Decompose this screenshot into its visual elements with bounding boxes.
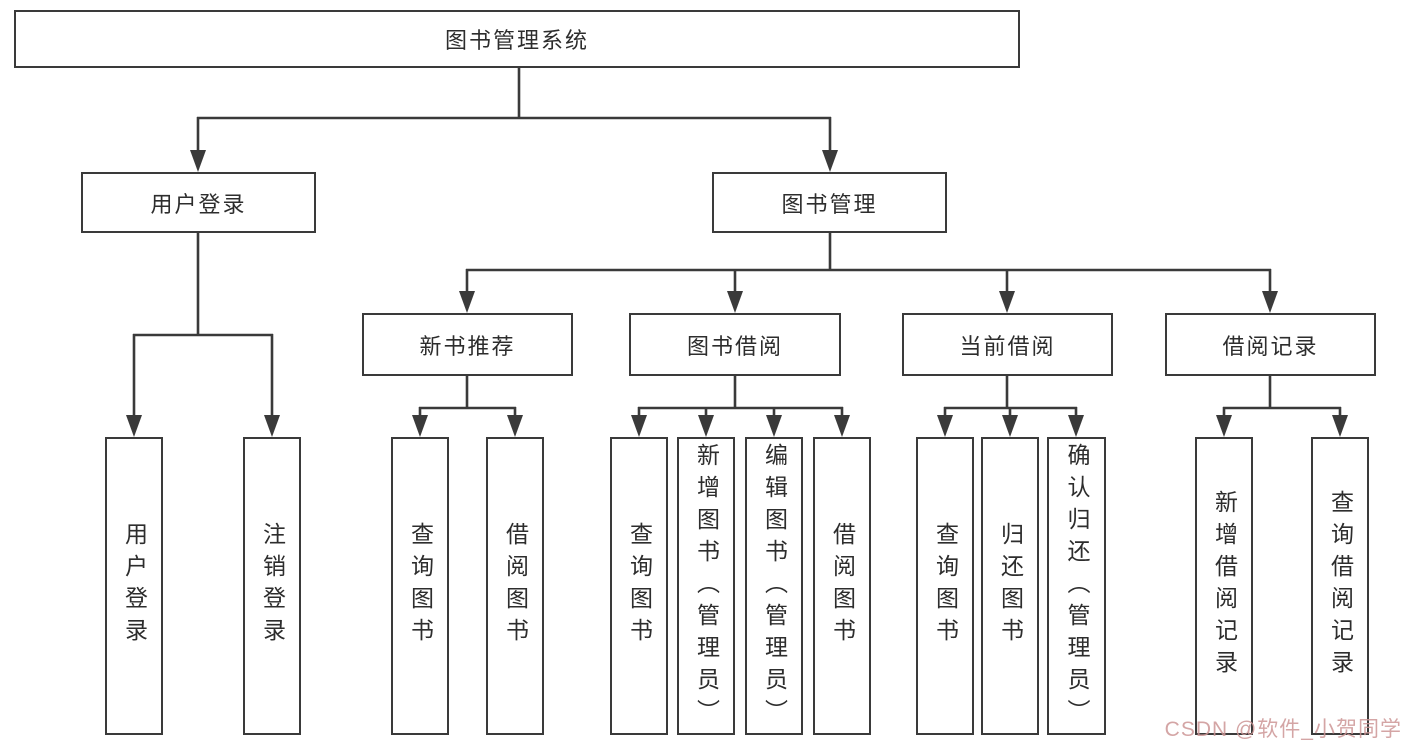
arrowhead-icon	[766, 415, 782, 437]
connector-current-borrow-branch	[937, 376, 1084, 437]
connector-new-book-branch	[412, 376, 523, 437]
csdn-watermark: CSDN @软件_小贺同学	[1164, 718, 1402, 741]
arrowhead-icon	[999, 291, 1015, 313]
leaf-logout: 注销登录	[243, 437, 301, 735]
arrowhead-icon	[126, 415, 142, 437]
arrowhead-icon	[822, 150, 838, 172]
arrowhead-icon	[834, 415, 850, 437]
arrowhead-icon	[190, 150, 206, 172]
arrowhead-icon	[1332, 415, 1348, 437]
arrowhead-icon	[459, 291, 475, 313]
connector-book-borrow-branch	[631, 376, 850, 437]
leaf-query-borrow-record: 查询借阅记录	[1311, 437, 1369, 735]
arrowhead-icon	[937, 415, 953, 437]
connector-book-management-branch	[459, 233, 1278, 313]
connector-user-login-branch	[126, 233, 280, 437]
arrowhead-icon	[1216, 415, 1232, 437]
leaf-add-book-admin: 新增图书（管理员）	[677, 437, 735, 735]
connector-borrow-records-branch	[1216, 376, 1348, 437]
arrowhead-icon	[1262, 291, 1278, 313]
node-book-borrow: 图书借阅	[629, 313, 841, 376]
arrowhead-icon	[631, 415, 647, 437]
leaf-edit-book-admin: 编辑图书（管理员）	[745, 437, 803, 735]
node-library-management-system: 图书管理系统	[14, 10, 1020, 68]
leaf-borrow-books: 借阅图书	[813, 437, 871, 735]
node-borrow-records: 借阅记录	[1165, 313, 1376, 376]
arrowhead-icon	[698, 415, 714, 437]
arrowhead-icon	[412, 415, 428, 437]
leaf-user-login: 用户登录	[105, 437, 163, 735]
leaf-query-books-current: 查询图书	[916, 437, 974, 735]
leaf-query-books-recommend: 查询图书	[391, 437, 449, 735]
arrowhead-icon	[727, 291, 743, 313]
arrowhead-icon	[507, 415, 523, 437]
leaf-borrow-books-recommend: 借阅图书	[486, 437, 544, 735]
node-book-management: 图书管理	[712, 172, 947, 233]
node-user-login: 用户登录	[81, 172, 316, 233]
node-new-book-recommend: 新书推荐	[362, 313, 573, 376]
leaf-return-books: 归还图书	[981, 437, 1039, 735]
leaf-confirm-return-admin: 确认归还（管理员）	[1047, 437, 1106, 735]
arrowhead-icon	[264, 415, 280, 437]
arrowhead-icon	[1068, 415, 1084, 437]
connector-root-branch	[190, 68, 838, 172]
leaf-query-books-borrow: 查询图书	[610, 437, 668, 735]
arrowhead-icon	[1002, 415, 1018, 437]
node-current-borrow: 当前借阅	[902, 313, 1113, 376]
leaf-add-borrow-record: 新增借阅记录	[1195, 437, 1253, 735]
